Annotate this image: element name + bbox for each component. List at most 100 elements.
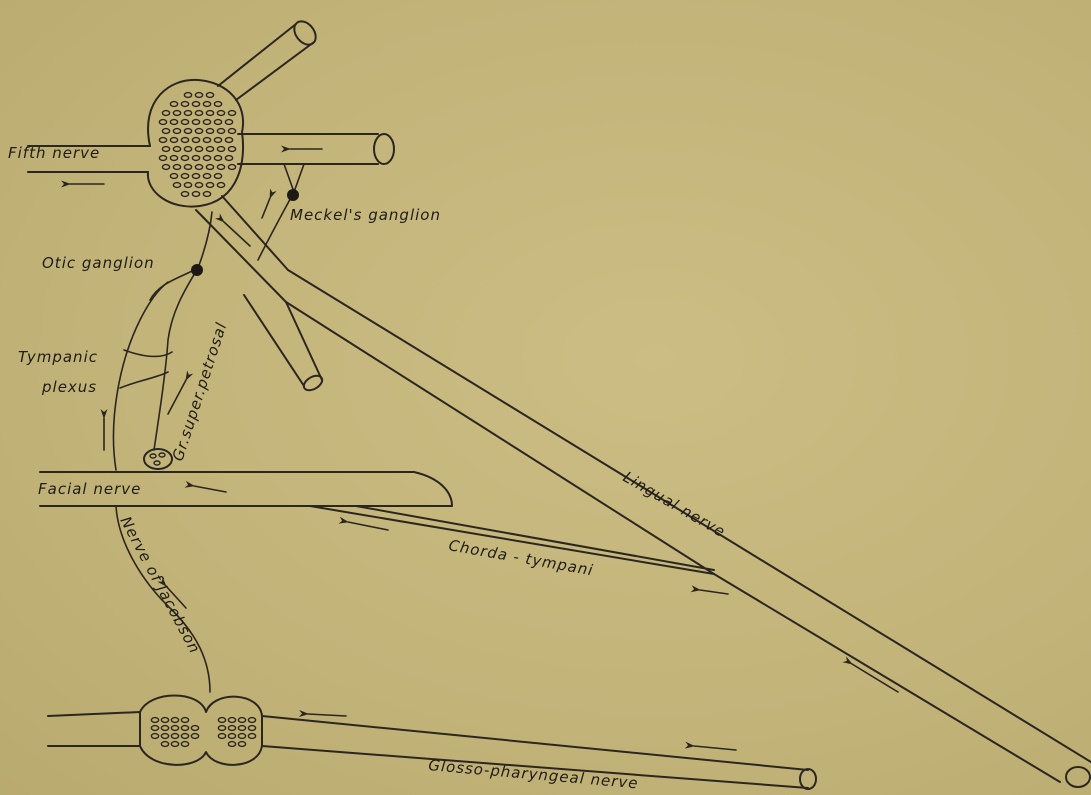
geniculate-ganglion	[144, 449, 172, 469]
ganglion-cell	[181, 734, 188, 739]
ganglion-cell	[238, 726, 245, 731]
tympanic-plexus	[113, 282, 172, 470]
ganglion-cell	[228, 718, 235, 723]
ganglion-cell	[195, 183, 202, 188]
ganglion-cell	[238, 718, 245, 723]
arrow	[262, 198, 270, 218]
ganglion-cell	[228, 165, 235, 170]
lingual-nerve	[286, 270, 1091, 787]
ganglion-cell	[195, 165, 202, 170]
ganglion-cell	[238, 734, 245, 739]
ganglion-cell	[181, 742, 188, 747]
ganglion-cell	[170, 174, 177, 179]
ganglion-cell	[162, 165, 169, 170]
ganglion-cell	[203, 120, 210, 125]
ganglion-cell	[195, 147, 202, 152]
ganglion-cell	[195, 129, 202, 134]
arrow	[308, 714, 346, 716]
label-facial-nerve: Facial nerve	[38, 480, 141, 498]
ganglion-cell	[192, 120, 199, 125]
ganglion-cell	[192, 174, 199, 179]
label-plexus: plexus	[41, 378, 97, 396]
ganglion-cell	[206, 129, 213, 134]
ganglion-cell	[192, 156, 199, 161]
ganglion-cell	[181, 192, 188, 197]
ganglion-cell	[214, 156, 221, 161]
label-fifth-nerve: Fifth nerve	[8, 144, 100, 162]
ganglion-cell	[161, 734, 168, 739]
ganglion-cell	[181, 102, 188, 107]
label-meckels-ganglion: Meckel's ganglion	[290, 206, 441, 224]
ganglion-cell	[161, 718, 168, 723]
ganglion-cell	[217, 147, 224, 152]
arrow	[194, 486, 226, 492]
ganglion-cell	[206, 93, 213, 98]
ganglion-cell	[225, 138, 232, 143]
ganglion-cell	[192, 102, 199, 107]
ganglion-cell	[192, 138, 199, 143]
ganglion-cell	[184, 147, 191, 152]
meckels-ganglion-dot	[287, 189, 299, 201]
ganglion-cell	[161, 742, 168, 747]
ganglion-cell	[181, 120, 188, 125]
ganglion-cell	[238, 742, 245, 747]
ganglion-cell	[191, 734, 198, 739]
ganglion-cell	[203, 138, 210, 143]
ganglion-cell	[225, 120, 232, 125]
ganglion-cell	[171, 742, 178, 747]
ganglion-cell	[228, 734, 235, 739]
ganglion-cell	[170, 156, 177, 161]
ganglion-cell	[228, 147, 235, 152]
ganglion-cell	[203, 156, 210, 161]
glosso-pharyngeal-nerve	[48, 696, 816, 790]
ganglion-cell	[206, 147, 213, 152]
ganglion-cell	[218, 718, 225, 723]
ganglion-cell	[171, 726, 178, 731]
ganglion-cell	[173, 147, 180, 152]
ganglion-cell	[181, 718, 188, 723]
ganglion-cell	[206, 165, 213, 170]
ganglion-cell	[184, 111, 191, 116]
ganglion-cell	[151, 718, 158, 723]
ganglion-cell	[214, 102, 221, 107]
ganglion-cell	[162, 111, 169, 116]
ganglion-cell	[248, 734, 255, 739]
ganglion-cell	[195, 93, 202, 98]
ganglion-cell	[159, 138, 166, 143]
ganglion-cell	[218, 734, 225, 739]
gasserian-ganglion	[148, 80, 243, 207]
ganglion-cell	[184, 183, 191, 188]
ganglion-cell	[184, 165, 191, 170]
label-chorda-tympani: Chorda - tympani	[447, 536, 595, 579]
ganglion-cell	[214, 174, 221, 179]
ganglion-cell	[248, 718, 255, 723]
ganglion-cell	[173, 111, 180, 116]
arrow	[168, 380, 186, 414]
ganglion-cell	[161, 726, 168, 731]
arrow	[348, 522, 388, 530]
arrow	[700, 590, 728, 594]
label-otic-ganglion: Otic ganglion	[42, 254, 155, 272]
ganglion-cell	[195, 111, 202, 116]
ganglion-cell	[191, 726, 198, 731]
ganglion-cell	[184, 129, 191, 134]
ganglion-cell	[217, 129, 224, 134]
label-nerve-of-jacobson: Nerve of Jacobson	[116, 513, 204, 656]
ganglion-cell	[159, 156, 166, 161]
label-lingual-nerve: Lingual nerve	[620, 468, 729, 541]
direction-arrows	[70, 149, 898, 750]
ganglion-cell	[214, 138, 221, 143]
ganglion-cell	[170, 102, 177, 107]
ganglion-cell	[206, 183, 213, 188]
ganglion-cell	[162, 147, 169, 152]
ganglion-cell	[228, 129, 235, 134]
ganglion-cell	[203, 174, 210, 179]
ganglion-cell	[170, 120, 177, 125]
ganglion-cell	[228, 111, 235, 116]
ganglion-cell	[170, 138, 177, 143]
ganglion-cell	[173, 165, 180, 170]
ganglion-cell	[171, 718, 178, 723]
ganglion-cell	[184, 93, 191, 98]
